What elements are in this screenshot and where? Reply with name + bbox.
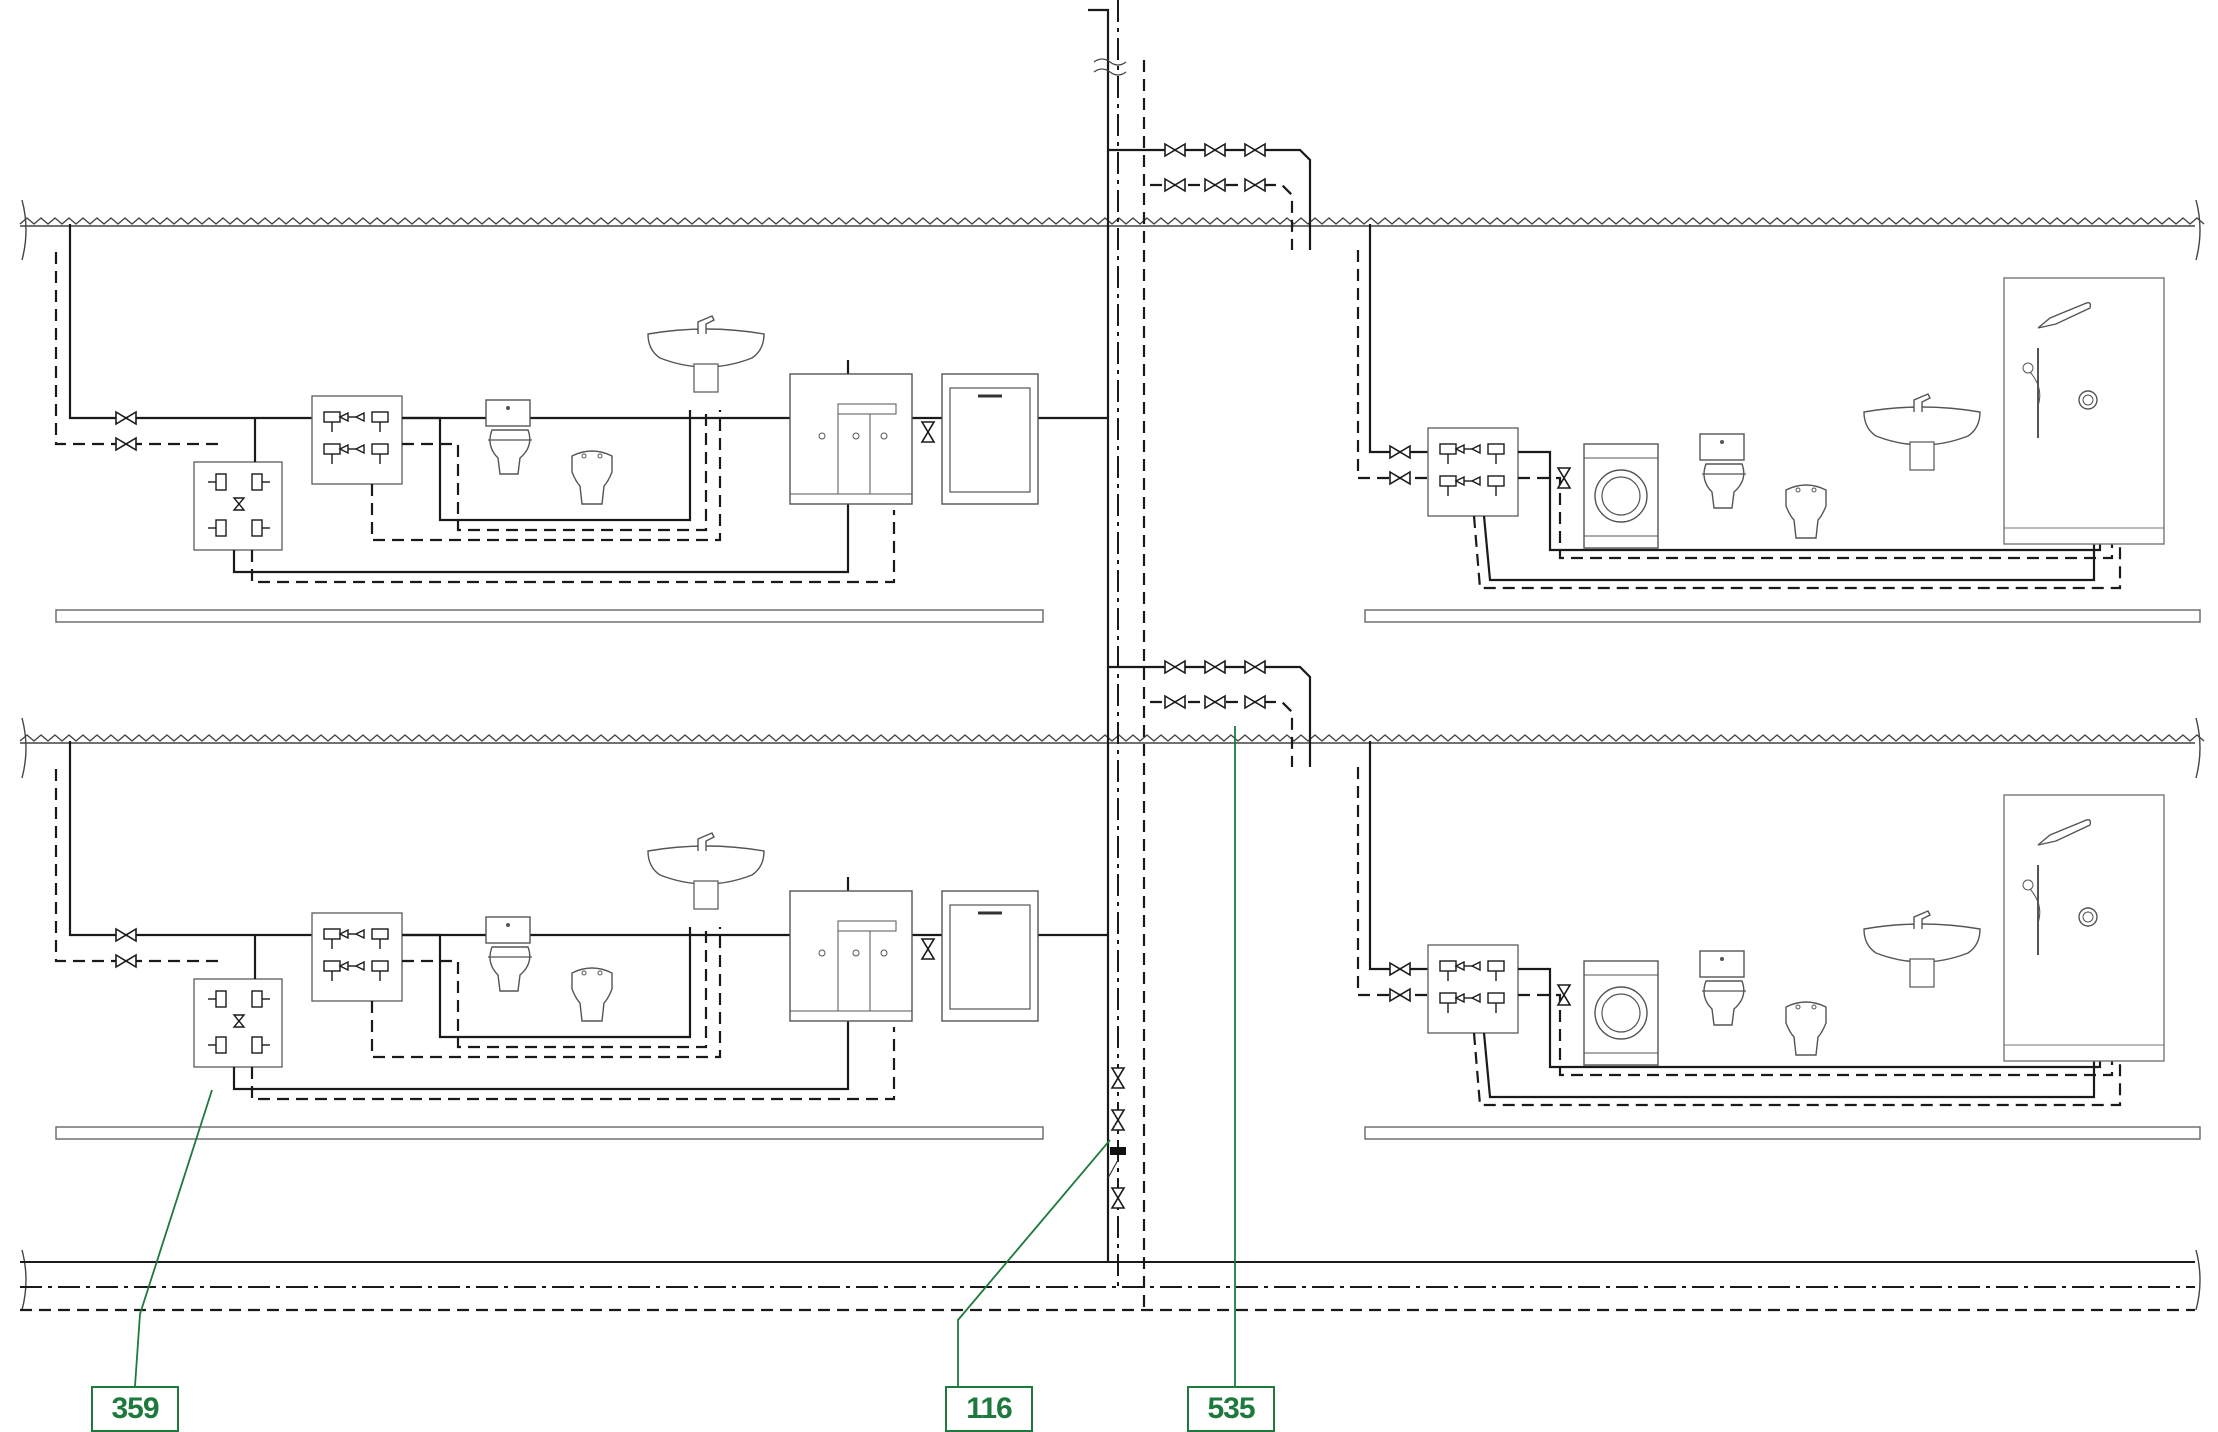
takeoff-hot — [1150, 700, 1294, 767]
gate-valve-icon — [1389, 471, 1411, 485]
manifold-icon — [311, 395, 403, 485]
pressure-reducer-stem — [1107, 1159, 1119, 1179]
gate-valve-icon — [1204, 660, 1226, 674]
callout-535: 535 — [1187, 1386, 1275, 1432]
manifold-icon — [1427, 944, 1519, 1034]
gate-valve-icon — [1389, 988, 1411, 1002]
gate-valve-icon — [115, 954, 137, 968]
wall-hatch — [19, 217, 2205, 225]
floor-slab — [55, 1126, 1044, 1140]
manifold-icon — [311, 912, 403, 1002]
gate-valve-icon — [1164, 178, 1186, 192]
pressure-reducer-icon — [1110, 1147, 1126, 1155]
callout-label: 535 — [1207, 1392, 1255, 1425]
toilet-icon — [485, 399, 533, 475]
manifold-icon — [193, 461, 283, 551]
washbasin-icon — [1863, 910, 1981, 988]
branch-cold — [402, 927, 692, 1039]
washbasin-icon — [1863, 393, 1981, 471]
wall-hatch — [19, 734, 2205, 742]
bidet-icon — [1785, 1001, 1827, 1056]
kitchen-sink-cabinet-icon — [789, 373, 913, 505]
break-mark — [21, 717, 27, 779]
takeoff-hot — [1150, 183, 1294, 250]
break-mark — [1093, 58, 1127, 76]
gate-valve-icon — [1204, 695, 1226, 709]
leader-line — [134, 1089, 213, 1387]
shower-icon — [2003, 794, 2165, 1062]
toilet-icon — [1699, 950, 1747, 1026]
gate-valve-icon — [115, 928, 137, 942]
takeoff-cold — [1108, 148, 1312, 250]
floor-supply-cold — [1368, 224, 1430, 454]
gate-valve-icon — [1111, 1109, 1125, 1131]
floor-supply-hot — [1356, 250, 1430, 480]
leader-line — [957, 1139, 1111, 1386]
washbasin-icon — [647, 315, 765, 393]
floor-supply-cold — [1368, 741, 1430, 971]
gate-valve-icon — [1389, 962, 1411, 976]
branch-return — [370, 410, 722, 542]
branch-hot — [402, 410, 708, 532]
break-mark — [21, 1249, 27, 1311]
gate-valve-icon — [1111, 1187, 1125, 1209]
kitchen-sink-cabinet-icon — [789, 890, 913, 1022]
floor-supply-hot — [1356, 767, 1430, 997]
bidet-icon — [571, 967, 613, 1022]
riser-cold — [1088, 8, 1110, 1262]
dishwasher-icon — [940, 372, 1040, 506]
callout-359: 359 — [91, 1386, 179, 1432]
floor-supply-hot — [54, 252, 220, 446]
floor-supply-cold — [68, 741, 1108, 937]
branch-kitchen-hot — [250, 510, 896, 584]
branch-return — [370, 927, 722, 1059]
gate-valve-icon — [921, 938, 935, 960]
gate-valve-icon — [115, 437, 137, 451]
gate-valve-icon — [1244, 660, 1266, 674]
break-mark — [21, 199, 27, 261]
toilet-icon — [1699, 433, 1747, 509]
branch-hot — [402, 927, 708, 1049]
break-mark — [2195, 1249, 2201, 1311]
shower-icon — [2003, 277, 2165, 545]
gate-valve-icon — [1389, 445, 1411, 459]
gate-valve-icon — [1164, 695, 1186, 709]
floor-supply-cold — [68, 224, 1108, 420]
callout-label: 116 — [966, 1392, 1012, 1425]
gate-valve-icon — [1164, 660, 1186, 674]
dishwasher-icon — [940, 889, 1040, 1023]
branch-cold — [402, 410, 692, 522]
floor-slab — [55, 609, 1044, 623]
gate-valve-icon — [1244, 178, 1266, 192]
callout-116: 116 — [945, 1386, 1033, 1432]
gate-valve-icon — [1164, 143, 1186, 157]
floor-slab — [1364, 609, 2201, 623]
bidet-icon — [571, 450, 613, 505]
manifold-icon — [1427, 427, 1519, 517]
gate-valve-icon — [1204, 178, 1226, 192]
bidet-icon — [1785, 484, 1827, 539]
takeoff-cold — [1108, 665, 1312, 767]
gate-valve-icon — [1111, 1067, 1125, 1089]
floor-slab — [1364, 1126, 2201, 1140]
break-mark — [2195, 199, 2201, 261]
gate-valve-icon — [115, 411, 137, 425]
floor-supply-hot — [54, 769, 220, 963]
manifold-icon — [193, 978, 283, 1068]
gate-valve-icon — [1244, 143, 1266, 157]
callout-label: 359 — [111, 1392, 159, 1425]
gate-valve-icon — [1204, 143, 1226, 157]
gate-valve-icon — [921, 421, 935, 443]
branch-kitchen-hot — [250, 1027, 896, 1101]
toilet-icon — [485, 916, 533, 992]
washbasin-icon — [647, 832, 765, 910]
washing-machine-icon — [1583, 960, 1659, 1066]
gate-valve-icon — [1244, 695, 1266, 709]
break-mark — [2195, 717, 2201, 779]
washing-machine-icon — [1583, 443, 1659, 549]
